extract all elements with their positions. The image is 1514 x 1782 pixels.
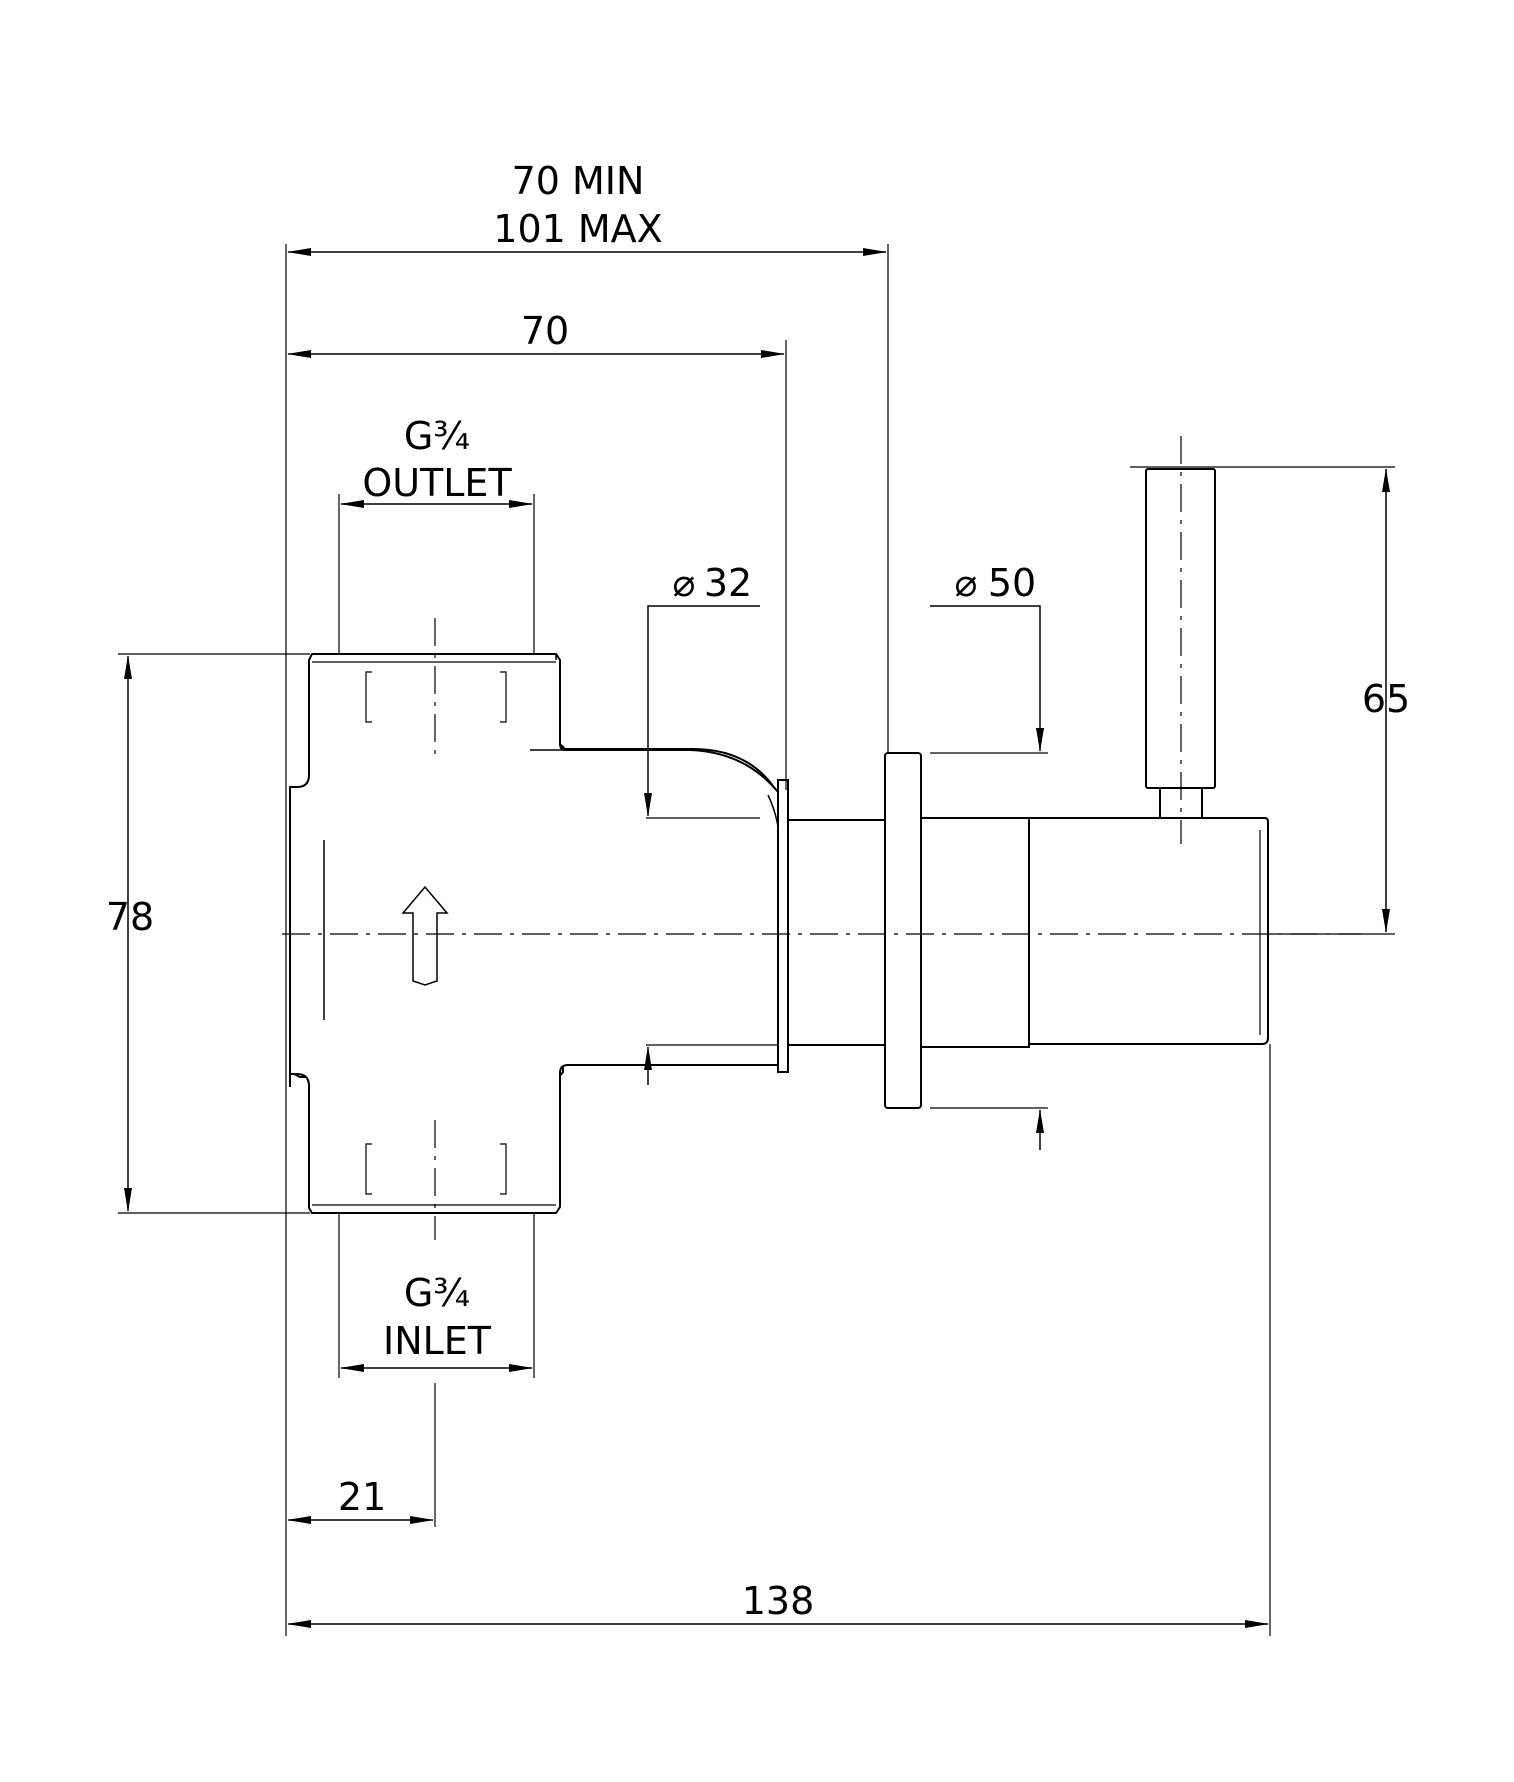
port-offset-label: 21 [338, 1475, 386, 1519]
outlet-label: OUTLET [362, 461, 512, 505]
flange-diameter-label: 50 [988, 561, 1036, 605]
trim-assembly [777, 468, 1269, 1109]
flange-diameter-leader-top [930, 605, 1044, 752]
extension-lines [118, 244, 1395, 1636]
body-height-label: 78 [106, 895, 154, 939]
shaft-diameter-symbol-icon: ⌀ [673, 561, 696, 605]
inlet-bracket-right [500, 1143, 507, 1195]
body-depth-label: 70 [521, 309, 569, 353]
outlet-bracket-right [500, 671, 507, 723]
handle-hub [1028, 817, 1269, 1045]
dimension-labels: 70 MIN 101 MAX 70 G¾ OUTLET G¾ INLET ⌀ 3… [106, 159, 1410, 1623]
shaft-diameter-label: 32 [704, 561, 752, 605]
outlet-bracket-left [365, 671, 372, 723]
dimension-lines [124, 248, 1390, 1628]
centre-lines [282, 436, 1362, 1527]
sleeve [777, 819, 891, 1046]
handle-height-label: 65 [1362, 677, 1410, 721]
outlet-thread-label: G¾ [404, 414, 470, 458]
flow-direction-arrow-icon [401, 885, 449, 986]
inlet-bracket-left [365, 1143, 372, 1195]
sleeve-lip [777, 779, 789, 1073]
inlet-label: INLET [383, 1319, 492, 1363]
depth-min-label: 70 MIN [512, 159, 645, 203]
flange-diameter-symbol-icon: ⌀ [955, 561, 978, 605]
wall-flange [884, 752, 922, 1109]
shaft-diameter-leader-top [644, 605, 760, 817]
overall-length-label: 138 [742, 1579, 815, 1623]
inlet-thread-label: G¾ [404, 1271, 470, 1315]
depth-max-label: 101 MAX [493, 207, 662, 251]
spindle-housing [920, 817, 1030, 1048]
